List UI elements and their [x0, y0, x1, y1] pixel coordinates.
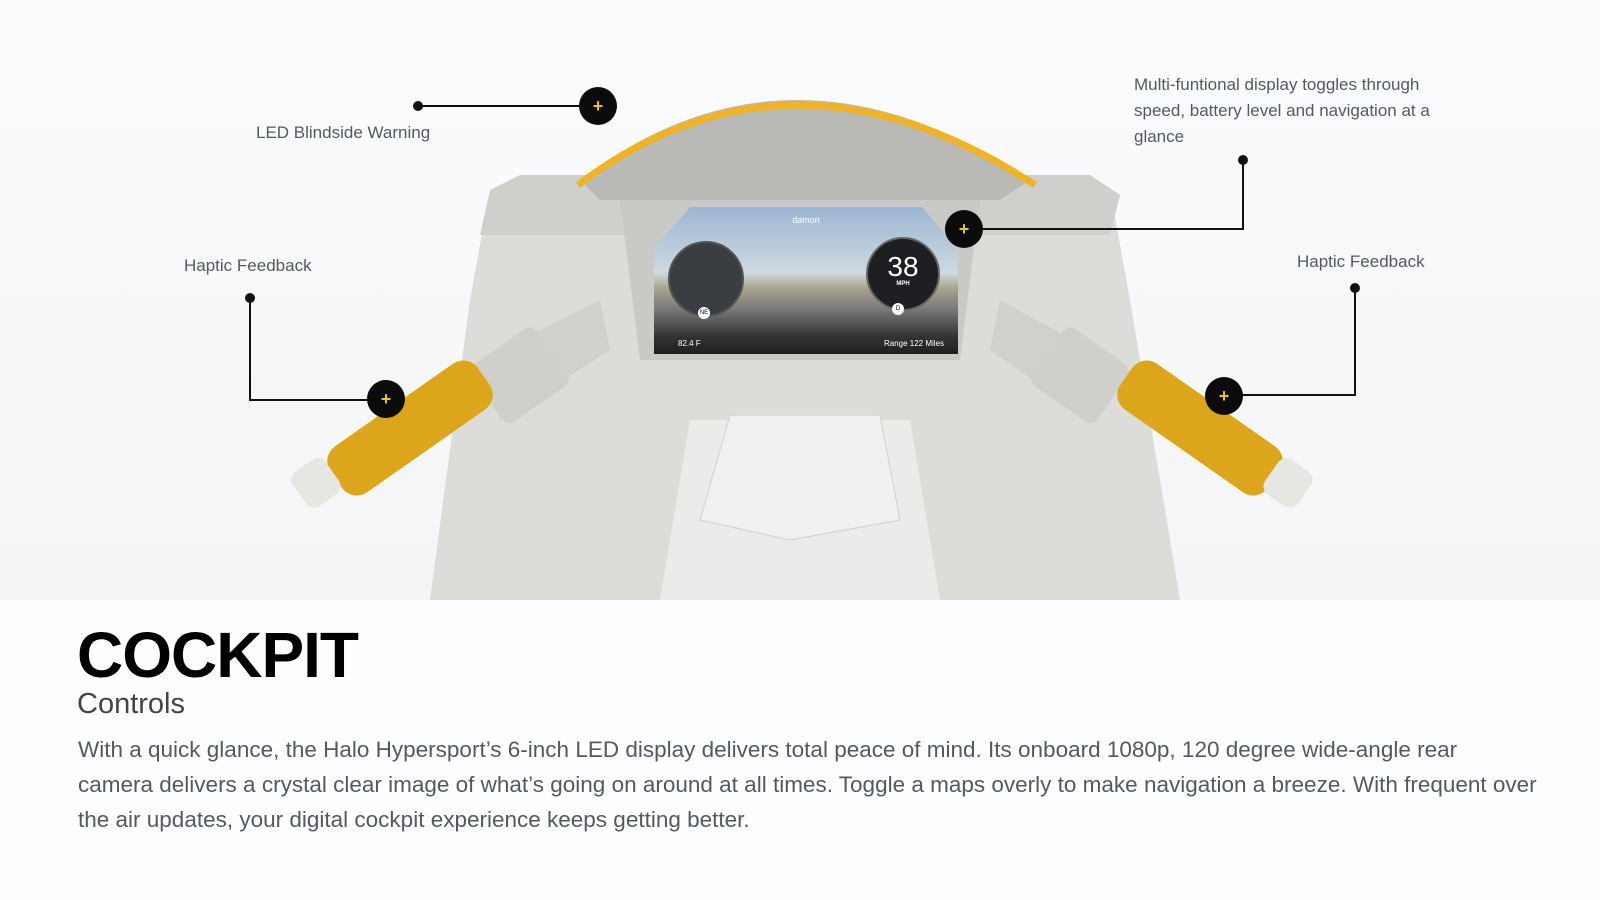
callout-line: [249, 399, 379, 401]
display-brand: damon: [792, 215, 820, 225]
gear-indicator: D: [892, 303, 904, 315]
cockpit-illustration: damon NE 38 MPH D 82.4 F Range 122 Miles: [0, 0, 1600, 600]
speedometer: 38 MPH: [866, 237, 940, 311]
page-subtitle: Controls: [77, 688, 185, 720]
range-readout: Range 122 Miles: [883, 339, 944, 348]
callout-line: [1242, 160, 1244, 230]
navigation-map: [668, 241, 744, 317]
hotspot-display[interactable]: +: [945, 210, 983, 248]
hotspot-haptic-right[interactable]: +: [1205, 377, 1243, 415]
label-haptic-right: Haptic Feedback: [1297, 252, 1425, 271]
page-title: COCKPIT: [77, 619, 359, 691]
hotspot-led-blindside[interactable]: +: [579, 87, 617, 125]
description-text: With a quick glance, the Halo Hypersport…: [78, 737, 1537, 832]
callout-line: [418, 105, 588, 107]
callout-line: [249, 298, 251, 401]
dashboard-display: damon NE 38 MPH D 82.4 F Range 122 Miles: [654, 207, 958, 354]
compass-direction: NE: [698, 307, 710, 319]
callout-line: [1235, 394, 1356, 396]
label-led-blindside: LED Blindside Warning: [256, 123, 431, 142]
callout-line: [975, 228, 1244, 230]
temperature: 82.4 F: [678, 339, 701, 348]
speed-unit: MPH: [896, 281, 910, 287]
label-haptic-left: Haptic Feedback: [184, 256, 312, 275]
callout-line: [1354, 288, 1356, 396]
hotspot-haptic-left[interactable]: +: [367, 380, 405, 418]
speed-value: 38: [887, 251, 919, 282]
label-display: Multi-funtional display toggles through …: [1134, 75, 1430, 146]
